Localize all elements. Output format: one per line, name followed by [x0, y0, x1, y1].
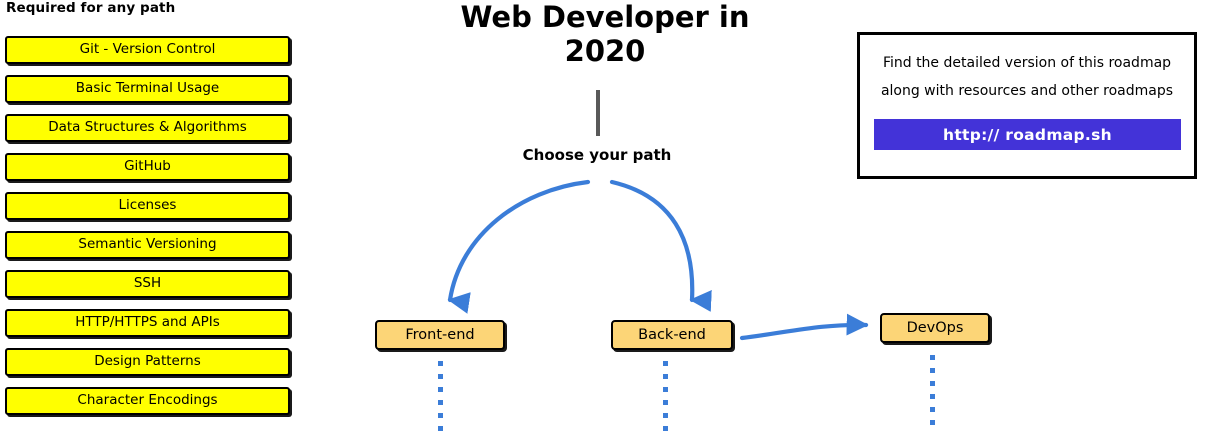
choose-your-path-label: Choose your path: [522, 146, 672, 164]
arrow-to-frontend: [447, 179, 591, 314]
required-topic-label: Data Structures & Algorithms: [48, 119, 247, 136]
required-topic-label: HTTP/HTTPS and APIs: [75, 314, 220, 331]
required-topic-item[interactable]: Character Encodings: [5, 387, 290, 415]
required-topic-label: SSH: [133, 275, 162, 292]
required-topic-item[interactable]: GitHub: [5, 153, 290, 181]
arrow-to-backend: [609, 179, 712, 312]
required-topic-label: Basic Terminal Usage: [75, 80, 220, 97]
required-topic-label: Semantic Versioning: [78, 236, 217, 253]
path-box-devops[interactable]: DevOps: [880, 313, 990, 343]
required-topic-item[interactable]: Design Patterns: [5, 348, 290, 376]
required-topic-item[interactable]: Basic Terminal Usage: [5, 75, 290, 103]
required-topic-item[interactable]: Git - Version Control: [5, 36, 290, 64]
required-topic-item[interactable]: SSH: [5, 270, 290, 298]
page-title: Web Developer in 2020: [460, 0, 750, 68]
roadmap-url-button[interactable]: http:// roadmap.sh: [874, 119, 1181, 150]
path-box-label: DevOps: [906, 319, 964, 336]
path-box-label: Back-end: [638, 326, 706, 343]
required-topic-item[interactable]: Licenses: [5, 192, 290, 220]
dotted-continuation-devops: [930, 355, 935, 433]
required-topic-label: Character Encodings: [77, 392, 218, 409]
required-for-any-path-section: Required for any path Git - Version Cont…: [0, 0, 300, 436]
roadmap-url-label: http:// roadmap.sh: [943, 125, 1112, 144]
required-topic-item[interactable]: HTTP/HTTPS and APIs: [5, 309, 290, 337]
required-topic-label: Licenses: [118, 197, 177, 214]
path-box-backend[interactable]: Back-end: [611, 320, 733, 350]
path-box-frontend[interactable]: Front-end: [375, 320, 505, 350]
required-topic-item[interactable]: Data Structures & Algorithms: [5, 114, 290, 142]
required-section-heading: Required for any path: [6, 0, 176, 16]
vertical-connector-line: [596, 90, 600, 136]
info-card-line-1: Find the detailed version of this roadma…: [882, 55, 1172, 71]
dotted-continuation-frontend: [438, 361, 443, 439]
required-topic-label: Design Patterns: [94, 353, 201, 370]
path-box-label: Front-end: [405, 326, 475, 343]
roadmap-info-card: Find the detailed version of this roadma…: [857, 32, 1197, 179]
required-topic-item[interactable]: Semantic Versioning: [5, 231, 290, 259]
required-topic-label: Git - Version Control: [79, 41, 216, 58]
info-card-line-2: along with resources and other roadmaps: [880, 83, 1174, 99]
required-topics-list: Git - Version Control Basic Terminal Usa…: [5, 36, 290, 426]
required-topic-label: GitHub: [124, 158, 171, 175]
arrow-backend-to-devops: [739, 313, 869, 341]
dotted-continuation-backend: [663, 361, 668, 439]
